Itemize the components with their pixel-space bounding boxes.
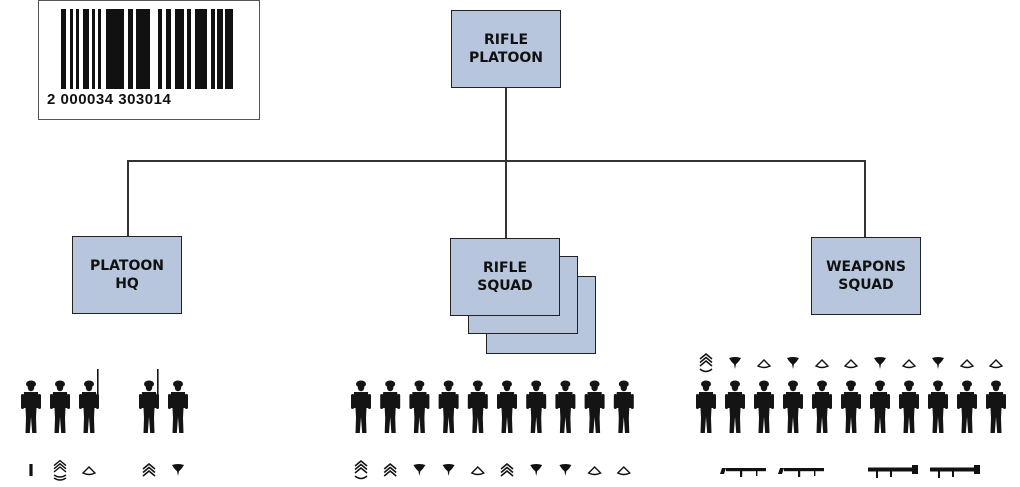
soldier-icon bbox=[79, 369, 99, 433]
soldier-icon bbox=[555, 380, 576, 433]
specialist-icon bbox=[932, 357, 944, 369]
private-first-class-icon bbox=[470, 466, 485, 476]
staff-sergeant-chevrons-icon bbox=[354, 460, 368, 480]
private-first-class-icon bbox=[756, 359, 772, 369]
private-first-class-icon bbox=[81, 466, 97, 476]
soldier-icon bbox=[986, 380, 1006, 433]
recoilless-rifle-icon bbox=[868, 465, 918, 478]
specialist-icon bbox=[530, 464, 543, 476]
rifle-squad-label: RIFLE SQUAD bbox=[477, 260, 533, 294]
private-first-class-icon bbox=[988, 359, 1004, 369]
rifle-platoon-label: RIFLE PLATOON bbox=[469, 32, 543, 66]
soldier-icon bbox=[870, 380, 890, 433]
soldier-icon bbox=[21, 380, 41, 433]
connector-horizontal bbox=[127, 160, 865, 162]
private-first-class-icon bbox=[901, 359, 917, 369]
platoon-hq-box: PLATOON HQ bbox=[72, 236, 182, 314]
soldier-icon bbox=[497, 380, 517, 433]
staff-sergeant-chevrons-icon bbox=[699, 353, 713, 373]
sergeant-chevrons-icon bbox=[142, 462, 156, 477]
soldier-icon bbox=[50, 380, 70, 433]
soldier-icon bbox=[899, 380, 919, 433]
private-first-class-icon bbox=[616, 466, 631, 476]
specialist-icon bbox=[787, 357, 799, 369]
specialist-icon bbox=[172, 464, 184, 476]
connector-weapons-squad bbox=[864, 160, 866, 237]
sergeant-chevrons-icon bbox=[500, 462, 514, 477]
second-lieutenant-bar-icon bbox=[29, 464, 33, 476]
soldier-icon bbox=[351, 380, 371, 433]
soldier-icon bbox=[409, 380, 430, 433]
connector-rifle-squad bbox=[505, 160, 507, 238]
private-first-class-icon bbox=[959, 359, 975, 369]
private-first-class-icon bbox=[587, 466, 602, 476]
soldier-icon bbox=[812, 380, 832, 433]
soldier-icon bbox=[438, 380, 459, 433]
private-first-class-icon bbox=[843, 359, 859, 369]
soldier-icon bbox=[526, 380, 547, 433]
soldier-icon bbox=[467, 380, 488, 433]
private-first-class-icon bbox=[814, 359, 830, 369]
sergeant-chevrons-icon bbox=[383, 462, 397, 477]
weapons-squad-box: WEAPONS SQUAD bbox=[811, 237, 921, 315]
soldier-icon bbox=[613, 380, 634, 433]
barcode-label: 2 000034 303014 bbox=[38, 0, 260, 120]
soldier-icon bbox=[696, 380, 716, 433]
recoilless-rifle-icon bbox=[930, 465, 980, 478]
soldier-icon bbox=[380, 380, 401, 433]
soldier-icon bbox=[957, 380, 977, 433]
connector-hq bbox=[127, 160, 129, 236]
soldier-icon bbox=[139, 369, 159, 433]
weapons-squad-label: WEAPONS SQUAD bbox=[826, 259, 906, 293]
rifle-squad-box: RIFLE SQUAD bbox=[450, 238, 560, 316]
specialist-icon bbox=[442, 464, 455, 476]
barcode-number: 2 000034 303014 bbox=[47, 91, 172, 108]
soldier-icon bbox=[783, 380, 803, 433]
specialist-icon bbox=[413, 464, 426, 476]
soldier-icon bbox=[725, 380, 745, 433]
machine-gun-icon bbox=[778, 468, 824, 477]
platoon-sergeant-chevrons-icon bbox=[53, 459, 67, 481]
platoon-hq-label: PLATOON HQ bbox=[90, 258, 164, 292]
soldier-icon bbox=[754, 380, 774, 433]
rifle-platoon-box: RIFLE PLATOON bbox=[451, 10, 561, 88]
specialist-icon bbox=[729, 357, 741, 369]
specialist-icon bbox=[559, 464, 572, 476]
soldier-icon bbox=[584, 380, 605, 433]
soldier-icon bbox=[928, 380, 948, 433]
specialist-icon bbox=[874, 357, 886, 369]
machine-gun-icon bbox=[720, 468, 766, 477]
barcode-bars bbox=[61, 9, 233, 89]
connector-root-down bbox=[505, 86, 507, 162]
soldier-icon bbox=[168, 380, 188, 433]
soldier-icon bbox=[841, 380, 861, 433]
